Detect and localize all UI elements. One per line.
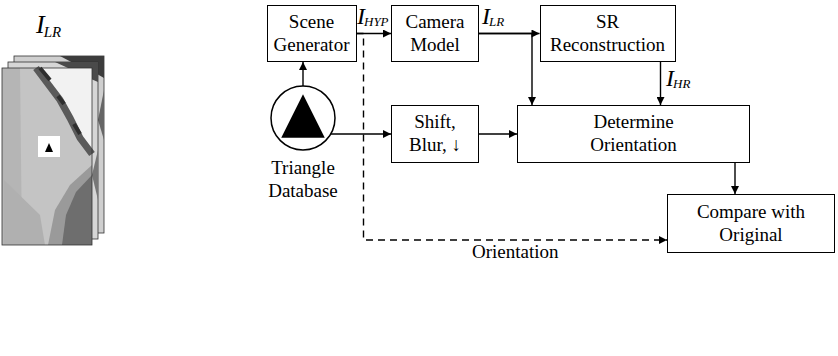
node-label: SR Reconstruction [546, 11, 670, 57]
arrow-connector [660, 62, 661, 105]
edge-label: Orientation [470, 242, 561, 263]
texture [4, 180, 45, 245]
signal-symbol: I [666, 66, 674, 90]
node-label: Determine Orientation [578, 111, 690, 157]
node-label: Scene Generator [273, 11, 351, 57]
arrow-connector [302, 62, 303, 86]
texture [98, 90, 104, 140]
process-box: Shift, Blur, ↓ [391, 105, 479, 163]
signal-subscript: HR [673, 77, 690, 90]
circle-outline [270, 85, 336, 151]
process-box: Camera Model [391, 5, 479, 62]
signal-subscript: LR [44, 25, 62, 40]
target-triangle [45, 143, 53, 152]
node-caption: Triangle Database [261, 157, 345, 203]
frame-border [2, 68, 92, 245]
process-box: Determine Orientation [517, 105, 750, 163]
triangle-icon [281, 94, 325, 138]
process-box: Scene Generator [267, 5, 357, 62]
front-frame [2, 68, 92, 245]
arrow-connector [479, 34, 532, 106]
signal-subscript: HYP [364, 15, 389, 28]
node-label: Camera Model [397, 11, 473, 57]
signal-symbol: I [482, 4, 490, 28]
node-label: Shift, Blur, ↓ [397, 111, 473, 157]
node-label: Compare with Original [685, 201, 817, 247]
arrow-connector [734, 163, 735, 194]
texture [62, 175, 92, 245]
signal-symbol: I [357, 4, 365, 28]
arrow-connector [479, 133, 517, 134]
texture [48, 165, 92, 245]
process-box: Compare with Original [667, 194, 835, 253]
target-patch [38, 136, 60, 157]
circle-border [271, 86, 335, 150]
texture [40, 68, 80, 134]
arrow-connector [331, 133, 391, 134]
signal-subscript: LR [489, 15, 504, 28]
texture [92, 150, 98, 200]
database-circle: Triangle Database [270, 85, 336, 151]
frame [2, 68, 92, 245]
signal-symbol: I [36, 12, 45, 38]
process-box: SR Reconstruction [540, 5, 676, 62]
